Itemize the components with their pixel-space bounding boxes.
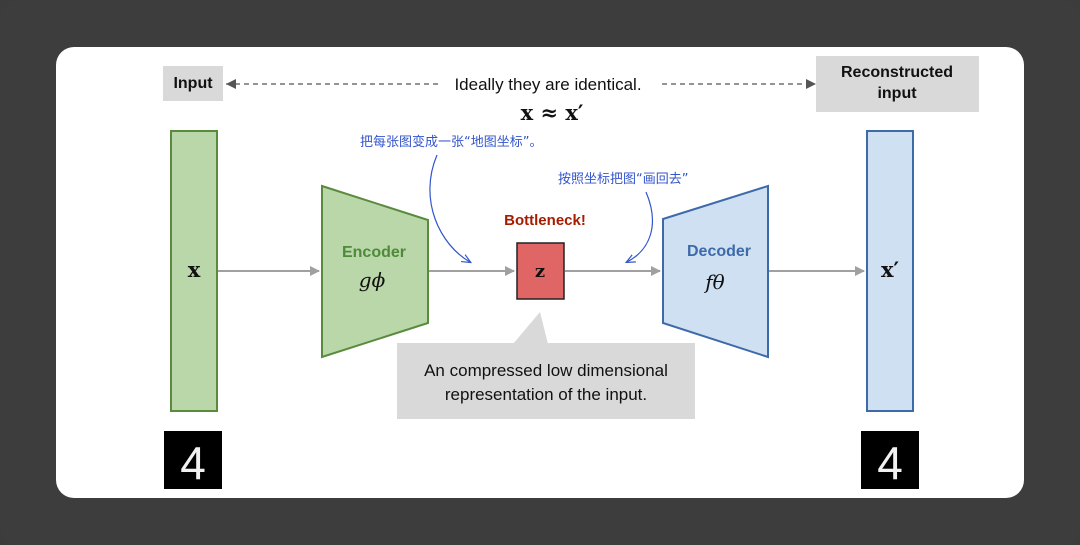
annotation-note2: 按照坐标把图“画回去” [558,172,688,187]
annotation-arrow1 [429,154,470,262]
encoder-title: Encoder [342,244,406,261]
ideal-text: Ideally they are identical. [454,75,641,94]
input-digit: 4 [180,437,206,489]
input-label-box [163,66,223,101]
dashed-arrowhead-right [806,79,816,89]
annotation-arrow2 [627,191,654,262]
bottleneck-title: Bottleneck! [504,212,586,229]
input-label: Input [173,75,213,92]
output-bar [866,130,914,412]
callout-line2: representation of the input. [445,385,647,404]
output-digit-image [861,431,919,489]
annotation-note1: 把每张图变成一张“地图坐标”。 [360,134,542,150]
encoder-block [321,184,429,359]
input-var: x [188,257,201,282]
decoder-fn: fθ [703,270,724,294]
reconstructed-label-line2: input [877,85,917,102]
input-bar [170,130,218,412]
input-digit-image [164,431,222,489]
callout-line1: An compressed low dimensional [424,361,668,380]
reconstructed-label-box [816,56,979,112]
decoder-block [662,184,769,359]
bottleneck-var: z [535,261,545,282]
dashed-arrowhead-left [226,79,236,89]
callout-box [397,343,695,419]
encoder-fn: gϕ [359,268,386,292]
bottleneck-box [516,242,565,300]
callout-pointer [513,312,548,344]
output-var: x′ [881,257,900,282]
output-digit: 4 [877,437,903,489]
equation: x ≈ x′ [521,100,584,125]
decoder-title: Decoder [687,243,751,260]
reconstructed-label-line1: Reconstructed [841,64,953,81]
